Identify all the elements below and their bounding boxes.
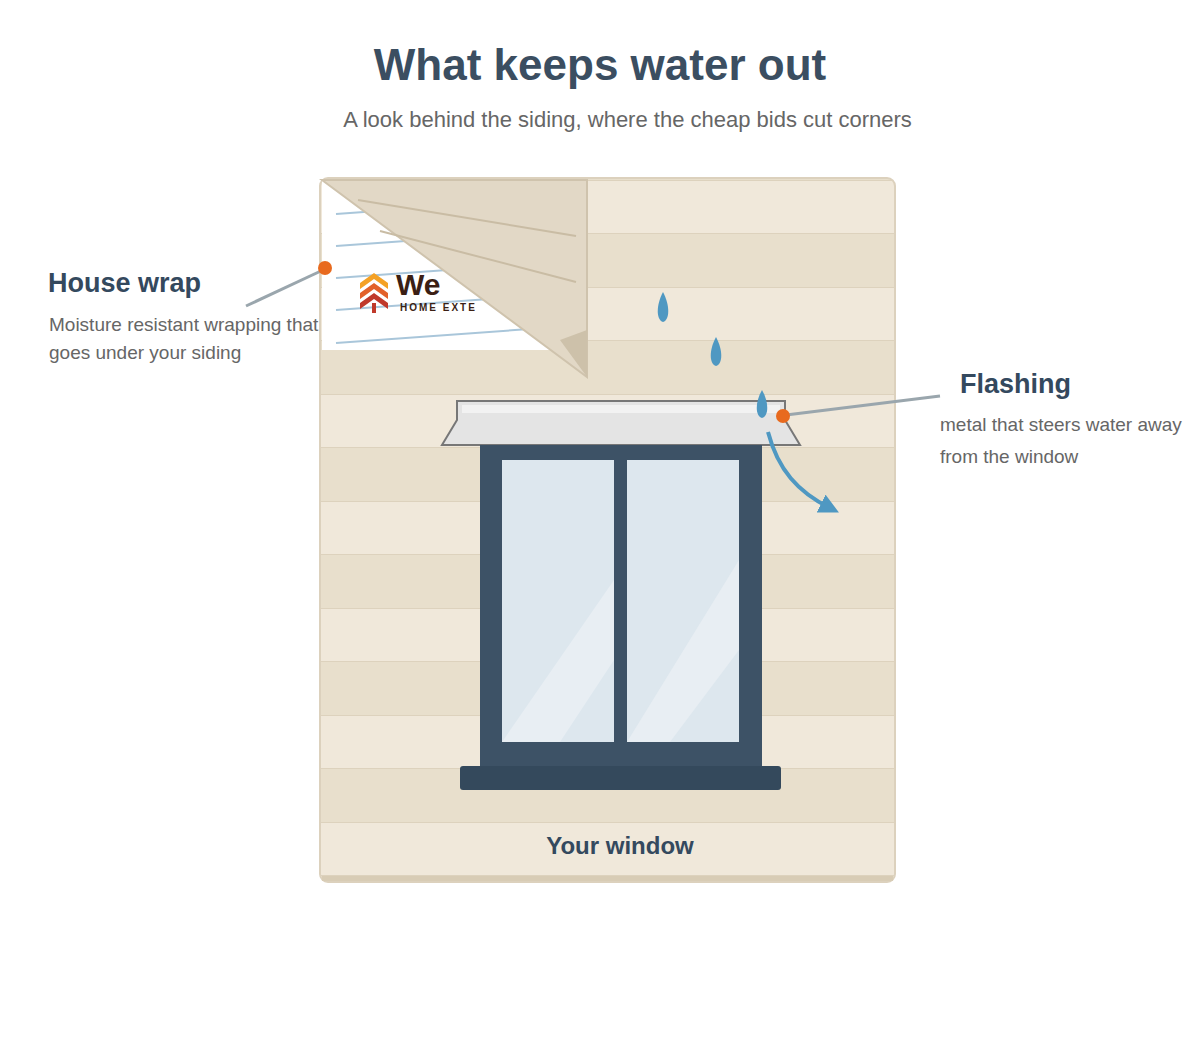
- callout-heading: House wrap: [48, 266, 288, 300]
- callout-body: metal that steers water away from the wi…: [940, 409, 1190, 473]
- folded-siding: [322, 180, 587, 377]
- window-sill: [460, 766, 781, 790]
- window-frame: [480, 445, 762, 766]
- siding-wall: [320, 178, 895, 882]
- window-pane: [627, 460, 739, 742]
- subtitle: A look behind the siding, where the chea…: [0, 106, 1200, 134]
- callout-body: Moisture resistant wrapping that goes un…: [49, 311, 319, 367]
- callout-dot: [776, 409, 790, 423]
- callout-heading: Flashing: [960, 367, 1180, 401]
- glass-glint: [627, 560, 739, 742]
- water-arrow: [768, 432, 830, 508]
- leader-line: [786, 396, 940, 415]
- glass-glint: [502, 580, 614, 742]
- wall-base: [322, 876, 893, 881]
- leader-line: [246, 270, 323, 306]
- window-pane: [502, 460, 614, 742]
- callout-dot: [318, 261, 332, 275]
- logo-subtext: HOME EXTE: [400, 302, 477, 314]
- water-drops: [658, 292, 768, 418]
- logo-text: We: [396, 268, 440, 302]
- logo-mark: [360, 273, 388, 313]
- flashing: [442, 401, 800, 445]
- siding-grooves: [358, 200, 576, 282]
- flashing-highlight: [462, 405, 780, 413]
- fold-shadow: [560, 330, 587, 377]
- title: What keeps water out: [0, 38, 1200, 92]
- window-label: Your window: [470, 830, 770, 862]
